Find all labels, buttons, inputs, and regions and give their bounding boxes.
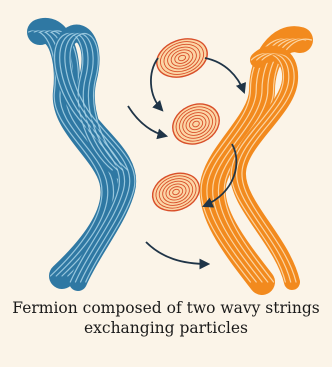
right-wavy-string [201,39,312,282]
arrow-top-right [205,58,244,92]
arrow-bottom [146,242,208,264]
figure-caption: Fermion composed of two wavy strings exc… [0,298,332,338]
caption-line-2: exchanging particles [0,318,332,338]
exchange-particle-middle [166,97,226,152]
arrow-middle-left [128,106,166,136]
caption-line-1: Fermion composed of two wavy strings [0,298,332,318]
left-wavy-string [28,31,134,282]
exchange-particle-top [151,32,212,84]
fermion-illustration [0,0,332,300]
exchange-particle-bottom [147,167,204,217]
